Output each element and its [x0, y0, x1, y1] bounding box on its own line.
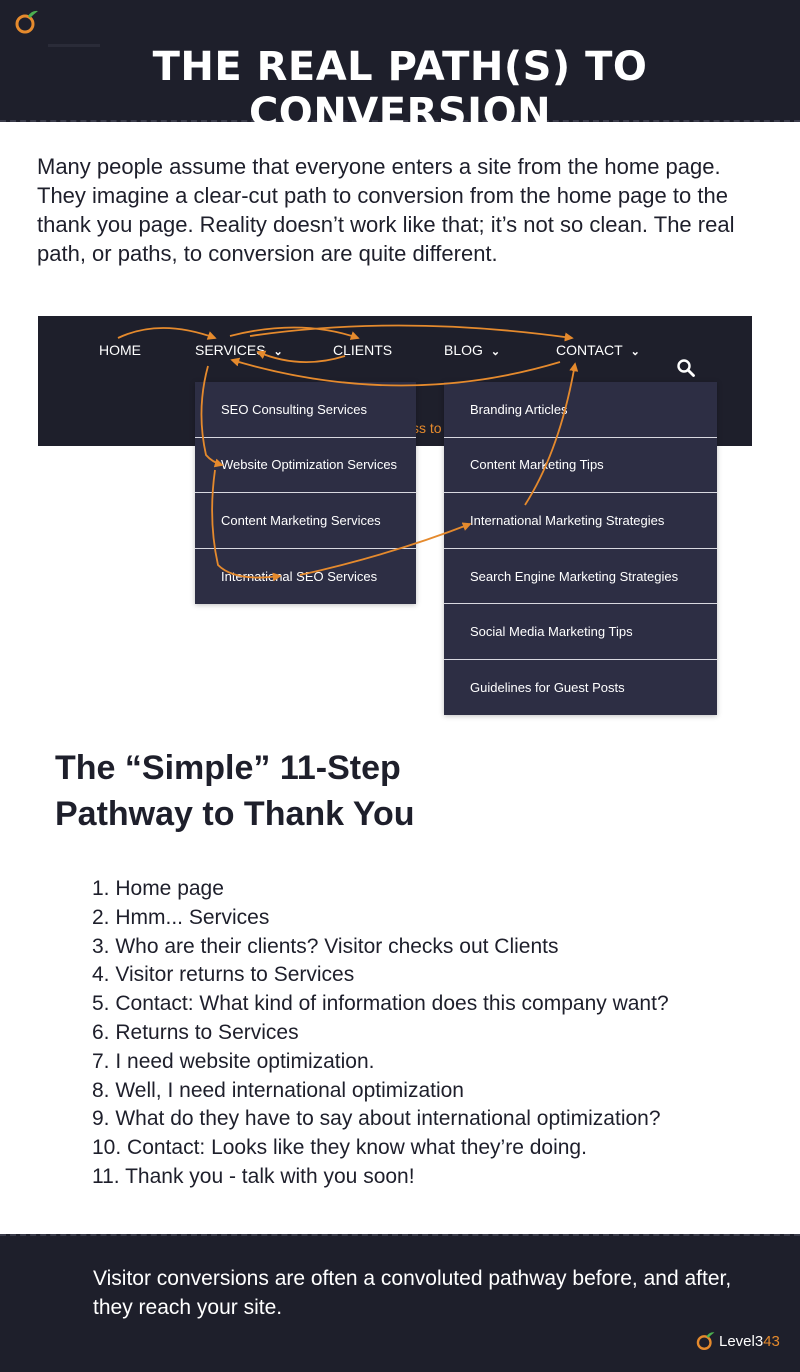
nav-item-services[interactable]: SERVICES ⌄	[195, 342, 283, 358]
list-item: 8. Well, I need international optimizati…	[92, 1078, 464, 1102]
chevron-down-icon: ⌄	[630, 346, 640, 358]
brand-name-main: Level3	[719, 1332, 764, 1350]
nav-item-home[interactable]: HOME	[99, 342, 141, 358]
nav-item-label: SERVICES	[195, 342, 266, 358]
brand-name: Level343	[719, 1333, 780, 1350]
dropdown-item[interactable]: Social Media Marketing Tips	[444, 604, 717, 660]
nav-item-label: HOME	[99, 342, 141, 358]
steps-heading-line: Pathway to Thank You	[55, 795, 415, 833]
list-item: 2. Hmm... Services	[92, 905, 270, 929]
steps-list: 1. Home page 2. Hmm... Services 3. Who a…	[92, 875, 772, 1192]
search-icon[interactable]	[676, 358, 696, 378]
brand-logo: Level343	[694, 1330, 780, 1352]
list-item: 3. Who are their clients? Visitor checks…	[92, 934, 559, 958]
footer-text: Visitor conversions are often a convolut…	[93, 1267, 732, 1319]
dropdown-item[interactable]: Branding Articles	[444, 382, 717, 438]
list-item: 10. Contact: Looks like they know what t…	[92, 1136, 587, 1160]
chevron-down-icon: ⌄	[273, 346, 283, 358]
nav-item-blog[interactable]: BLOG ⌄	[444, 342, 500, 358]
page-title: THE REAL PATH(S) TO CONVERSION	[152, 44, 648, 136]
steps-heading: The “Simple” 11-Step Pathway to Thank Yo…	[55, 745, 555, 837]
list-item: 6. Returns to Services	[92, 1020, 299, 1044]
level343-logo-icon	[696, 1332, 715, 1351]
steps-heading-line: The “Simple” 11-Step	[55, 749, 401, 787]
dropdown-item[interactable]: SEO Consulting Services	[195, 382, 416, 438]
header-banner: THE REAL PATH(S) TO CONVERSION	[0, 0, 800, 136]
nav-item-label: BLOG	[444, 342, 483, 358]
chevron-down-icon: ⌄	[490, 346, 501, 358]
title-accent-bar	[48, 44, 100, 47]
level343-logo-icon	[15, 10, 38, 34]
dropdown-item[interactable]: International Marketing Strategies	[444, 493, 717, 549]
dropdown-item[interactable]: Guidelines for Guest Posts	[470, 680, 625, 696]
intro-paragraph: Many people assume that everyone enters …	[37, 154, 735, 266]
dropdown-item[interactable]: Content Marketing Tips	[444, 438, 717, 494]
footer-banner	[0, 1234, 800, 1372]
list-item: 11. Thank you - talk with you soon!	[92, 1164, 415, 1188]
blog-dropdown: Branding Articles Content Marketing Tips…	[444, 382, 717, 715]
list-item: 5. Contact: What kind of information doe…	[92, 992, 669, 1016]
list-item: 4. Visitor returns to Services	[92, 963, 355, 987]
nav-item-label: CLIENTS	[333, 342, 393, 358]
list-item: 7. I need website optimization.	[92, 1049, 375, 1073]
nav-item-label: CONTACT	[556, 342, 623, 358]
services-dropdown: SEO Consulting Services Website Optimiza…	[195, 382, 416, 604]
list-item: 1. Home page	[92, 877, 224, 900]
nav-background-text: ss to	[412, 420, 442, 436]
dropdown-item[interactable]: Website Optimization Services	[195, 438, 416, 494]
dropdown-item[interactable]: Search Engine Marketing Strategies	[444, 549, 717, 605]
nav-item-clients[interactable]: CLIENTS	[333, 342, 392, 358]
dropdown-item[interactable]: Content Marketing Services	[195, 493, 416, 549]
list-item: 9. What do they have to say about intern…	[92, 1107, 661, 1131]
dropdown-item[interactable]: International SEO Services	[221, 569, 378, 585]
nav-item-contact[interactable]: CONTACT ⌄	[556, 342, 640, 358]
brand-name-accent: 43	[763, 1332, 780, 1350]
